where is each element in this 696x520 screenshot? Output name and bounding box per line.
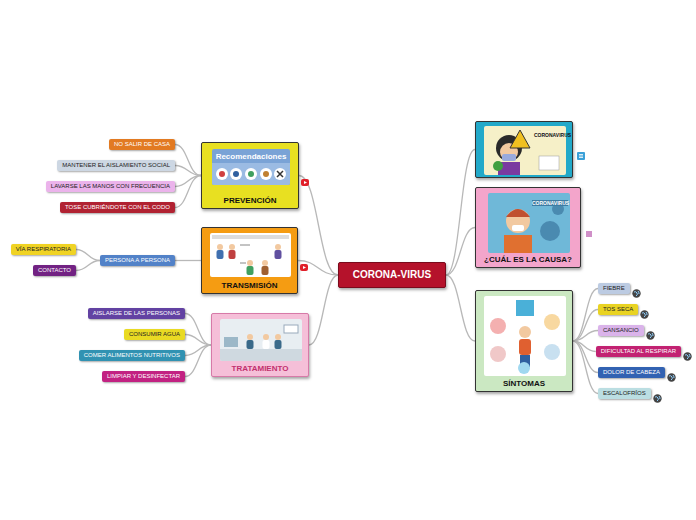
picture-text: CORONAVIRUS	[534, 132, 564, 138]
subtopic-pill: CONSUMIR AGUA	[124, 329, 185, 340]
video-icon	[301, 172, 309, 190]
topic-box: CORONAVIRUS	[475, 121, 573, 178]
topic-box: RecomendacionesPREVENCIÓN	[201, 142, 299, 209]
branch-connector	[175, 166, 201, 176]
link-icon	[646, 326, 655, 344]
branch-connector	[299, 176, 338, 276]
subtopic-label: CONSUMIR AGUA	[129, 331, 180, 337]
branch-connector	[446, 228, 475, 276]
topic-label: CORONA-VIRUS	[339, 263, 445, 287]
topic-caption: TRATAMIENTO	[212, 364, 308, 373]
branch-connector	[573, 310, 598, 342]
subtopic-label: VÍA RESPIRATORIA	[16, 246, 71, 252]
link-icon	[632, 284, 641, 302]
branch-connector	[175, 145, 201, 176]
subtopic-pill: CONTACTO	[33, 265, 76, 276]
subtopic-label: DIFICULTAD AL RESPIRAR	[601, 348, 676, 354]
subtopic-label: COMER ALIMENTOS NUTRITIVOS	[84, 352, 180, 358]
subtopic-label: NO SALIR DE CASA	[114, 141, 170, 147]
topic-box: SÍNTOMAS	[475, 290, 573, 392]
subtopic-label: ESCALOFRÍOS	[603, 390, 646, 396]
branch-connector	[175, 260, 201, 261]
subtopic-label: DOLOR DE CABEZA	[603, 369, 660, 375]
branch-connector	[573, 289, 598, 342]
branch-connector	[185, 314, 211, 346]
subtopic-label: PERSONA A PERSONA	[105, 257, 170, 263]
subtopic-label: TOSE CUBRIÉNDOTE CON EL CODO	[65, 204, 170, 210]
branch-connector	[76, 250, 100, 261]
link-icon	[667, 368, 676, 386]
illustration	[220, 319, 302, 361]
picture-text: Recomendaciones	[212, 152, 290, 162]
link-icon	[653, 389, 662, 407]
link-icon	[640, 305, 649, 323]
illustration	[484, 296, 566, 376]
subtopic-label: LIMPIAR Y DESINFECTAR	[107, 373, 180, 379]
subtopic-pill: VÍA RESPIRATORIA	[11, 244, 76, 255]
link-icon	[683, 347, 692, 365]
topic-caption: SÍNTOMAS	[476, 379, 572, 388]
picture-text: CORONAVIRUS	[532, 200, 568, 206]
subtopic-pill: TOSE CUBRIÉNDOTE CON EL CODO	[60, 202, 175, 213]
branch-connector	[185, 345, 211, 377]
branch-connector	[298, 261, 338, 276]
subtopic-pill: CANSANCIO	[598, 325, 644, 336]
topic-box: CORONAVIRUS ¿CUÁL ES LA CAUSA?	[475, 187, 581, 268]
subtopic-pill: NO SALIR DE CASA	[109, 139, 175, 150]
subtopic-pill: PERSONA A PERSONA	[100, 255, 175, 266]
subtopic-pill: TOS SECA	[598, 304, 638, 315]
subtopic-label: CANSANCIO	[603, 327, 639, 333]
subtopic-pill: DIFICULTAD AL RESPIRAR	[596, 346, 681, 357]
subtopic-label: FIEBRE	[603, 285, 625, 291]
subtopic-label: TOS SECA	[603, 306, 633, 312]
subtopic-pill: DOLOR DE CABEZA	[598, 367, 665, 378]
topic-caption: PREVENCIÓN	[202, 196, 298, 205]
topic-box: TRATAMIENTO	[211, 313, 309, 377]
subtopic-label: AISLARSE DE LAS PERSONAS	[93, 310, 180, 316]
topic-box: TRANSMISIÓN	[201, 227, 298, 294]
subtopic-pill: LAVARSE LAS MANOS CON FRECUENCIA	[46, 181, 175, 192]
subtopic-pill: MANTENER EL AISLAMIENTO SOCIAL	[57, 160, 175, 171]
central-topic: CORONA-VIRUS	[338, 262, 446, 288]
note-icon	[585, 224, 593, 242]
note-icon	[577, 146, 585, 164]
branch-connector	[76, 261, 100, 271]
subtopic-pill: COMER ALIMENTOS NUTRITIVOS	[79, 350, 185, 361]
subtopic-pill: ESCALOFRÍOS	[598, 388, 651, 399]
branch-connector	[573, 331, 598, 342]
subtopic-pill: LIMPIAR Y DESINFECTAR	[102, 371, 185, 382]
branch-connector	[446, 150, 475, 276]
topic-caption: TRANSMISIÓN	[202, 281, 297, 290]
illustration	[210, 233, 291, 277]
subtopic-label: CONTACTO	[38, 267, 71, 273]
subtopic-pill: FIEBRE	[598, 283, 630, 294]
subtopic-label: MANTENER EL AISLAMIENTO SOCIAL	[62, 162, 170, 168]
branch-connector	[185, 335, 211, 346]
branch-connector	[175, 176, 201, 208]
video-icon	[300, 257, 308, 275]
subtopic-pill: AISLARSE DE LAS PERSONAS	[88, 308, 185, 319]
topic-caption: ¿CUÁL ES LA CAUSA?	[476, 255, 580, 264]
branch-connector	[446, 275, 475, 341]
branch-connector	[309, 275, 338, 345]
subtopic-label: LAVARSE LAS MANOS CON FRECUENCIA	[51, 183, 170, 189]
branch-connector	[573, 341, 598, 394]
